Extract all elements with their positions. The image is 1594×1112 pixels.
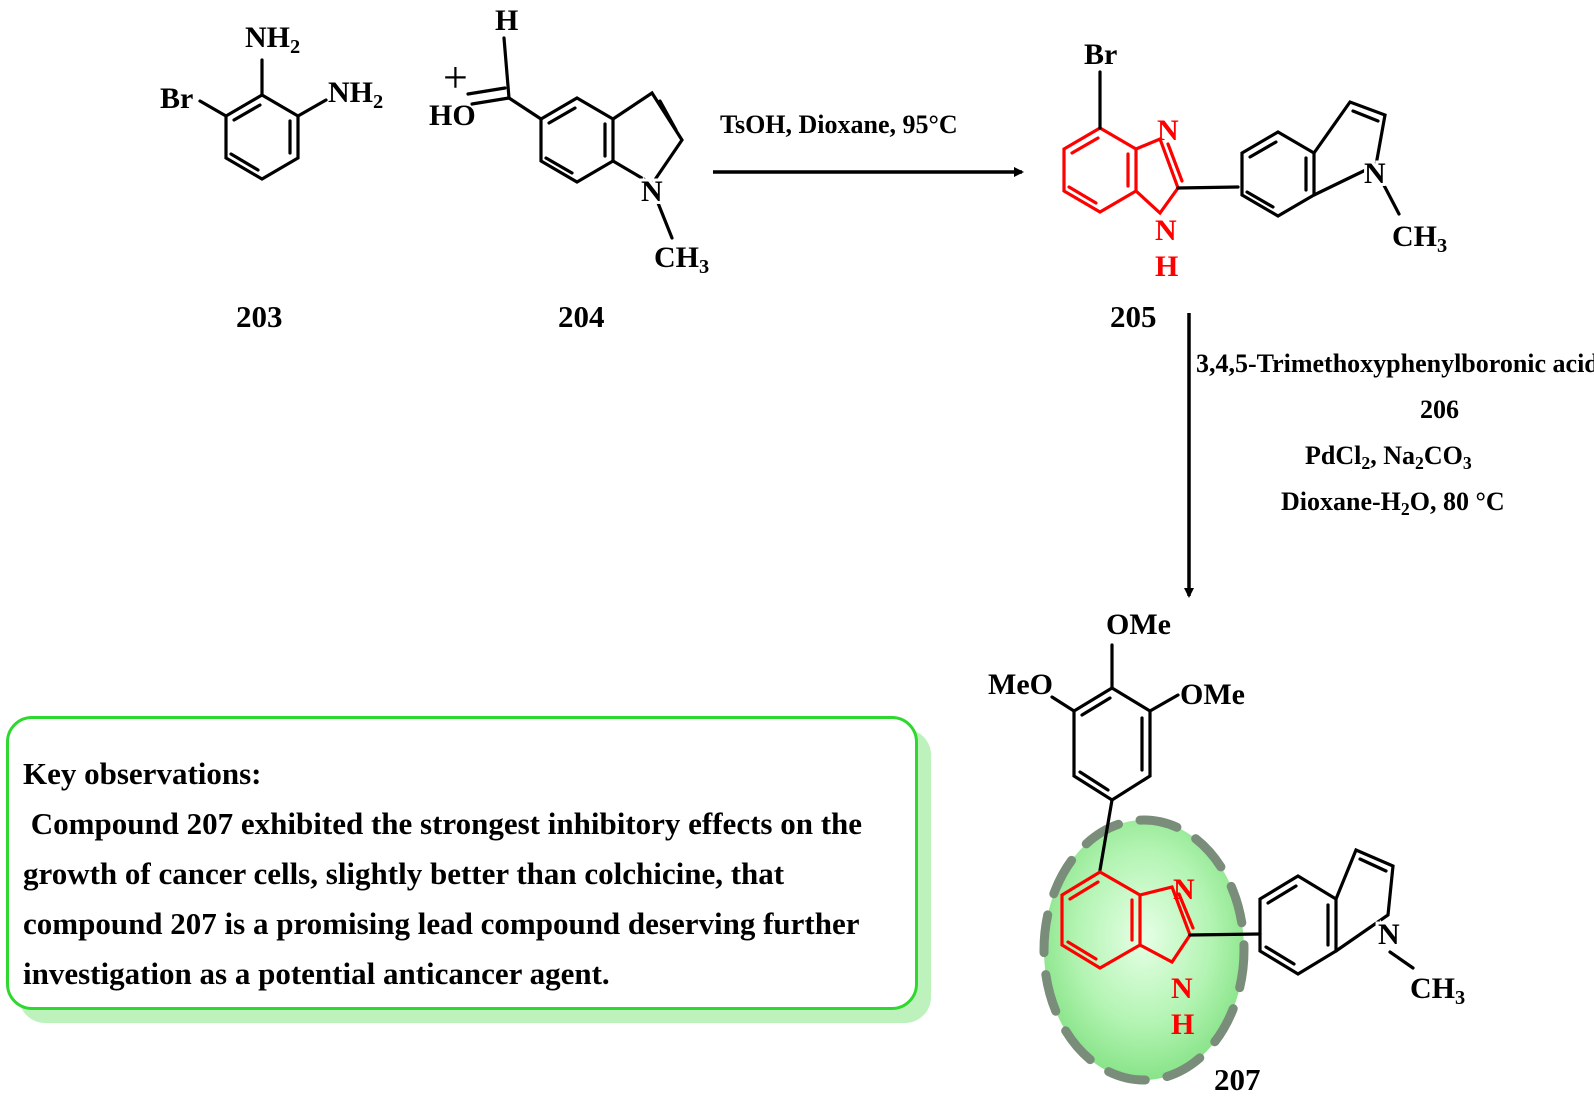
nitrogen-label: N — [1171, 972, 1193, 1005]
methyl-label: CH3 — [1392, 220, 1447, 257]
nitrogen-label: N — [1155, 214, 1177, 247]
methyl-label: CH3 — [654, 241, 709, 278]
step2-solvent-temperature: Dioxane-H2O, 80 °C — [1281, 487, 1505, 519]
nitrogen-label: N — [1364, 157, 1386, 190]
compound-number-204: 204 — [558, 299, 605, 334]
amine-label: NH2 — [328, 76, 383, 113]
pharmacophore-halo — [1039, 815, 1249, 1085]
key-observations-text: Compound 207 exhibited the strongest inh… — [23, 806, 870, 991]
compound-205-structure: Br N N H N CH3 — [1062, 38, 1447, 283]
compound-number-203: 203 — [236, 299, 283, 334]
nitrogen-label: N — [641, 175, 663, 208]
methoxy-label: MeO — [988, 668, 1053, 701]
nitrogen-label: N — [1157, 114, 1179, 147]
plus-sign: + — [443, 53, 468, 102]
amine-label: NH2 — [245, 21, 300, 58]
hydrogen-label: H — [495, 4, 518, 37]
compound-203-structure: NH2 NH2 Br — [160, 21, 383, 181]
nitrogen-label: N — [1173, 873, 1195, 906]
methoxy-label: OMe — [1106, 608, 1171, 641]
hydrogen-label: H — [1171, 1008, 1194, 1041]
methoxy-label: OMe — [1180, 678, 1245, 711]
hydrogen-label: H — [1155, 250, 1178, 283]
compound-number-207: 207 — [1214, 1062, 1261, 1097]
nitrogen-label: N — [1378, 918, 1400, 951]
step1-conditions: TsOH, Dioxane, 95°C — [720, 110, 958, 139]
methyl-label: CH3 — [1410, 972, 1465, 1009]
step2-reagent: 3,4,5-Trimethoxyphenylboronic acid — [1196, 349, 1594, 378]
step2-catalyst-base: PdCl2, Na2CO3 — [1305, 441, 1472, 473]
key-observations-box: Key observations: Compound 207 exhibited… — [6, 716, 918, 1010]
bromine-label: Br — [160, 82, 193, 115]
bromine-label: Br — [1084, 38, 1117, 71]
compound-204-structure: H HO N CH3 — [429, 4, 709, 278]
step2-reagent-number: 206 — [1420, 395, 1459, 424]
compound-number-205: 205 — [1110, 299, 1157, 334]
hydroxyl-label: HO — [429, 99, 476, 132]
key-observations-title: Key observations: — [23, 756, 262, 791]
compound-207-structure: OMe OMe MeO N N H N CH3 — [988, 608, 1465, 1041]
